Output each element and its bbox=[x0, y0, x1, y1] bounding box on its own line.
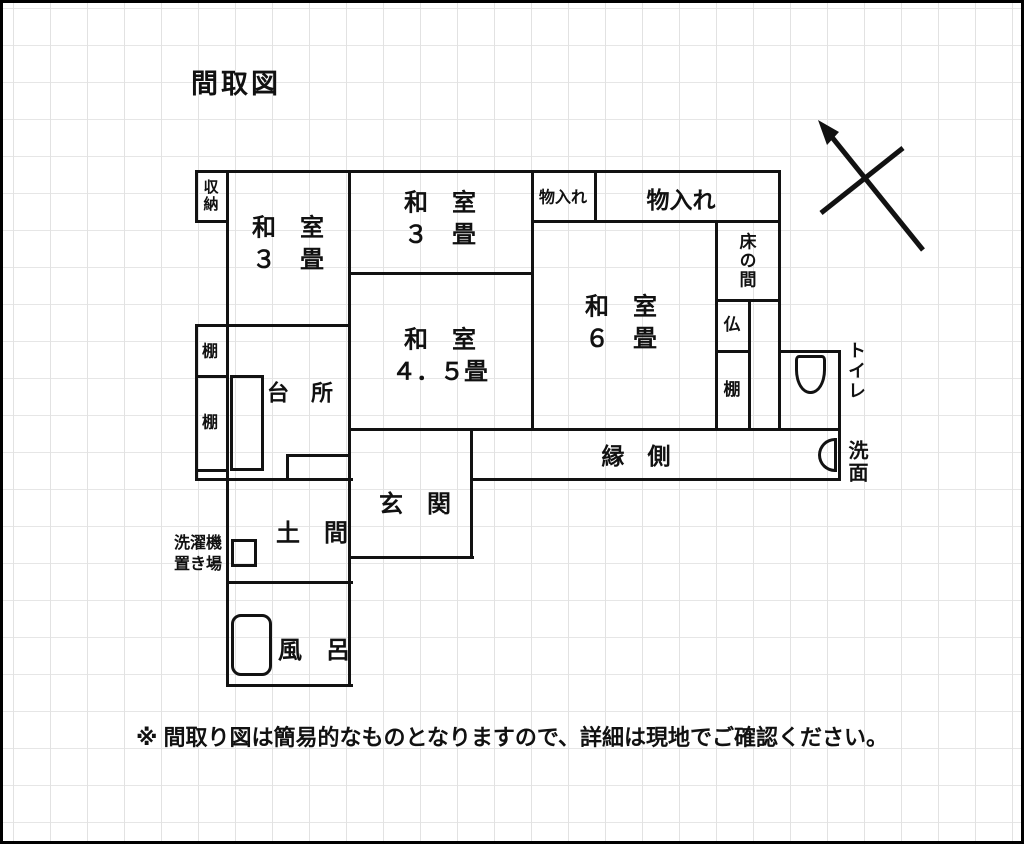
wall-genkan-right bbox=[470, 428, 473, 559]
wall-mid-main bbox=[348, 170, 351, 687]
room-label-tokonoma: 床の間 bbox=[736, 232, 756, 290]
room-label-toilet: トイレ bbox=[846, 341, 866, 401]
room-label-doma: 土 間 bbox=[276, 520, 348, 548]
wall-washitsu3-45-divider bbox=[348, 272, 534, 275]
footer-note: ※ 間取り図は簡易的なものとなりますので、詳細は現地でご確認ください。 bbox=[136, 725, 888, 750]
room-label-engawa: 縁 側 bbox=[601, 442, 671, 469]
washing-machine-icon bbox=[231, 539, 257, 567]
wall-butsu-tana-divider bbox=[715, 350, 751, 353]
wall-shuno-bottom bbox=[195, 220, 229, 223]
wall-tana-left-outer bbox=[195, 324, 198, 481]
room-label-butsudan: 仏 bbox=[723, 314, 741, 334]
wall-top-outer bbox=[195, 170, 781, 173]
room-label-shuno: 収納 bbox=[201, 179, 219, 213]
wall-tana-left-bottom bbox=[195, 469, 229, 472]
sink-icon bbox=[818, 438, 837, 472]
room-label-sentakuki: 洗濯機 置き場 bbox=[173, 535, 223, 573]
wall-washitsu-mid-right bbox=[531, 170, 534, 431]
wall-step-left bbox=[286, 454, 289, 481]
kitchen-counter-icon bbox=[230, 375, 264, 471]
wall-toilet-top bbox=[778, 350, 841, 353]
wall-kitchen-top bbox=[195, 324, 351, 327]
room-label-washitsu3-left: 和 室 ３ 畳 bbox=[252, 214, 324, 273]
toilet-bowl-icon bbox=[795, 355, 826, 394]
wall-shuno-left bbox=[195, 170, 198, 223]
room-label-senmen: 洗面 bbox=[845, 440, 867, 484]
room-label-daidokoro: 台 所 bbox=[266, 380, 334, 406]
room-label-washitsu3-mid: 和 室 ３ 畳 bbox=[404, 189, 476, 248]
wall-furo-bottom bbox=[226, 684, 353, 687]
wall-butsu-tana-right bbox=[748, 299, 751, 431]
wall-step-top bbox=[286, 454, 351, 457]
room-label-washitsu45: 和 室 ４．５畳 bbox=[392, 326, 488, 385]
room-label-tana-left-upper: 棚 bbox=[201, 343, 219, 361]
room-label-furo: 風 呂 bbox=[278, 637, 350, 665]
bathtub-icon bbox=[231, 614, 272, 676]
wall-tokonoma-left bbox=[715, 221, 718, 431]
wall-left-main bbox=[226, 170, 229, 687]
wall-genkan-bottom bbox=[348, 556, 474, 559]
room-label-genkan: 玄 関 bbox=[379, 491, 451, 519]
room-label-tana-right: 棚 bbox=[723, 379, 741, 399]
room-label-monoire-small: 物入れ bbox=[538, 189, 588, 207]
room-label-monoire-large: 物入れ bbox=[646, 186, 716, 213]
north-arrow-icon bbox=[818, 120, 925, 252]
wall-kitchen-bottom bbox=[195, 478, 353, 481]
wall-toilet-right bbox=[838, 350, 841, 481]
wall-tana-left-divider bbox=[195, 375, 229, 378]
room-label-tana-left-lower: 棚 bbox=[201, 414, 219, 432]
wall-monoire-bottom bbox=[531, 220, 781, 223]
wall-right-outer bbox=[778, 170, 781, 431]
wall-engawa-bottom bbox=[470, 478, 841, 481]
room-label-washitsu6: 和 室 ６ 畳 bbox=[585, 293, 657, 352]
wall-doma-bottom bbox=[226, 581, 353, 584]
wall-monoire-divider bbox=[594, 170, 597, 223]
wall-engawa-top bbox=[348, 428, 841, 431]
page-title: 間取図 bbox=[191, 69, 281, 99]
